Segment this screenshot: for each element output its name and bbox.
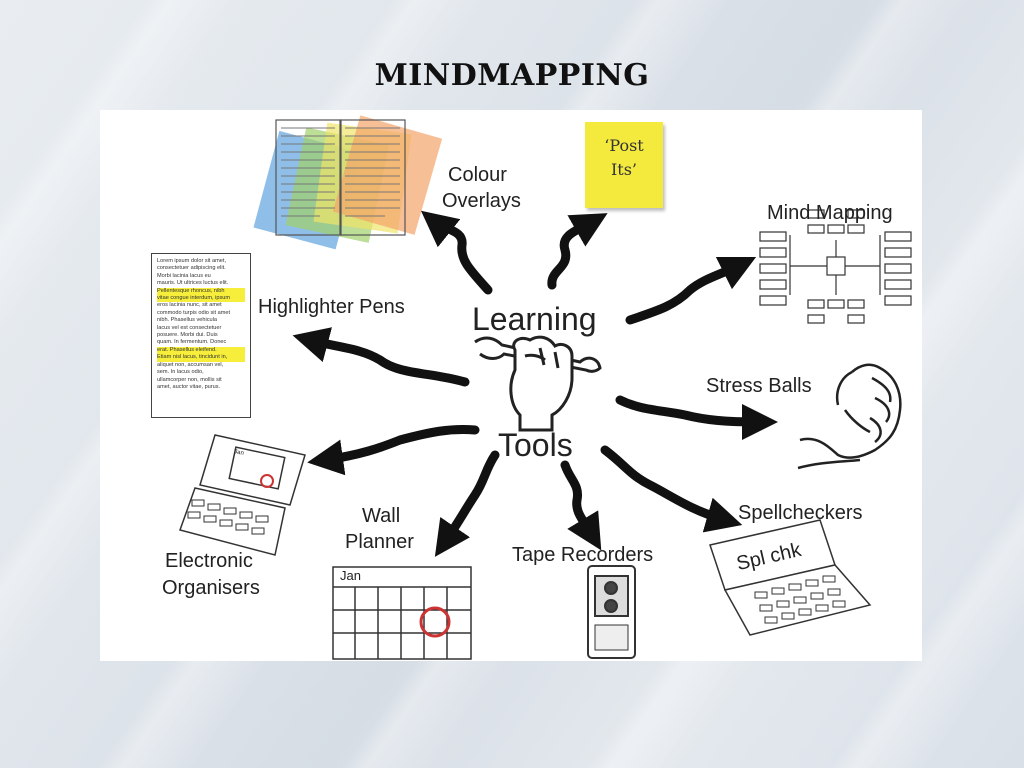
arrow-electronic — [307, 425, 480, 476]
arrow-wall-planner — [434, 450, 500, 557]
arrow-tape — [560, 460, 602, 551]
label-spellcheckers: Spellcheckers — [738, 502, 863, 524]
document-line: erat. Phasellus eleifend. — [157, 346, 245, 355]
electronic-organiser-illustration — [179, 434, 306, 556]
document-line: commodo turpis odio sit amet — [157, 309, 231, 316]
arrow-post-its — [547, 213, 608, 290]
arrow-mind-mapping — [625, 256, 757, 325]
document-line: consectetuer adipiscing elit. — [157, 265, 226, 272]
wall-planner-illustration — [332, 566, 472, 660]
label-highlighter-pens: Highlighter Pens — [258, 296, 405, 318]
center-tools: Tools — [498, 427, 573, 463]
spellchecker-illustration — [709, 519, 872, 636]
document-line: posuere. Morbi dui. Duis — [157, 332, 218, 339]
post-it-line-2: Its’ — [610, 160, 638, 179]
document-line: aliquet non, accumsan vel, — [157, 361, 224, 368]
document-line: Morbi lacinia lacus eu — [157, 272, 211, 279]
stress-ball-hand-illustration — [797, 363, 902, 470]
document-line: Pellentesque rhoncus, nibh — [157, 287, 245, 296]
label-planner: Planner — [345, 531, 414, 553]
document-line: nibh. Phasellus vehicula — [157, 317, 218, 324]
arrow-highlighter — [292, 327, 470, 387]
wall-planner-month: Jan — [340, 568, 361, 583]
tape-recorder-illustration — [587, 565, 636, 659]
document-line: vitae congue interdum, ipsum — [157, 295, 245, 303]
document-line: Etiam nisl lacus, tincidunt in, — [157, 354, 245, 362]
post-it-note: ‘Post Its’ — [585, 122, 663, 208]
arrow-stress-balls — [615, 395, 778, 440]
post-it-line-1: ‘Post — [604, 136, 644, 155]
document-line: amet, auctor vitae, purus. — [157, 383, 221, 390]
label-tape-recorders: Tape Recorders — [512, 544, 654, 566]
center-learning: Learning — [472, 301, 597, 337]
arrow-spellcheckers — [600, 445, 743, 533]
fist-spanner-illustration — [474, 335, 602, 432]
colour-overlays-illustration — [253, 115, 443, 250]
label-wall: Wall — [362, 505, 401, 527]
document-line: quam. In fermentum. Donec — [157, 339, 227, 346]
document-line: sem. In lacus odio, — [157, 369, 204, 376]
mindmap-artwork — [179, 115, 912, 660]
label-mind-mapping: Mind Mapping — [767, 202, 893, 224]
mindmap-diagram: Lorem ipsum dolor sit amet,consectetuer … — [100, 110, 922, 661]
label-stress-balls: Stress Balls — [706, 375, 812, 397]
highlighted-document: Lorem ipsum dolor sit amet,consectetuer … — [151, 253, 251, 418]
label-electronic: Electronic — [165, 550, 253, 572]
document-line: eros lacinia nunc, sit amet — [157, 302, 222, 309]
label-organisers: Organisers — [162, 577, 260, 599]
slide-title: MINDMAPPING — [374, 58, 650, 93]
label-overlays: Overlays — [442, 190, 521, 212]
document-line: Lorem ipsum dolor sit amet, — [157, 258, 227, 264]
document-line: mauris. Ut ultrices luctus elit. — [157, 280, 229, 287]
document-line: lacus vel est consectetuer — [157, 324, 222, 331]
mind-mapping-illustration — [759, 209, 912, 324]
label-colour: Colour — [448, 164, 507, 186]
document-line: ullamcorper non, mollis sit — [157, 376, 222, 383]
arrow-colour-overlays — [420, 210, 493, 295]
